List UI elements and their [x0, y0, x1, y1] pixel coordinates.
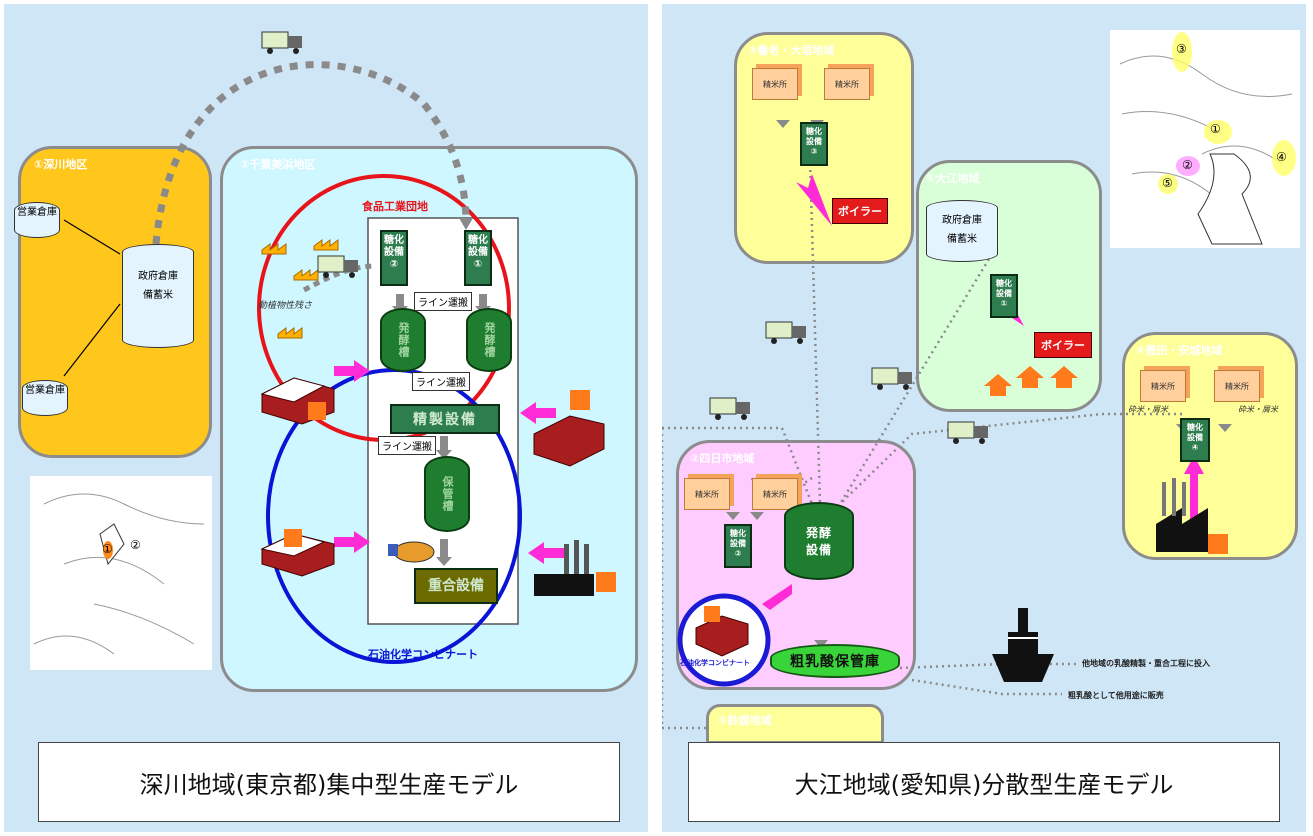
- toyota-factory-icon: [1156, 478, 1228, 554]
- rice-mill-yoro-2: 精米所: [824, 68, 870, 100]
- heat-arrows: [334, 360, 564, 564]
- oe-label: ①大江地域: [926, 172, 980, 185]
- right-caption: 大江地域(愛知県)分散型生産モデル: [688, 742, 1280, 822]
- saccharification-yoro: 糖化 設備 ③: [800, 122, 828, 166]
- ferment-line1: 発酵: [805, 526, 832, 540]
- map-mark-5: ⑤: [1162, 176, 1173, 190]
- map-mark-2r: ②: [1182, 158, 1193, 172]
- ship-icon: [992, 608, 1054, 682]
- map-mark-4: ④: [1276, 150, 1287, 164]
- distributed-model-panel: ③養老・大垣地域 ①大江地域 ④豊田・安城地域 ②四日市地域 ⑤鈴鹿地域: [662, 4, 1306, 832]
- map-mark-1r: ①: [1210, 122, 1221, 136]
- broken-rice-label-1: 砕米・屑米: [1128, 405, 1168, 414]
- warehouse-arrows: [63, 219, 121, 377]
- suzuka-region: [706, 704, 884, 744]
- map-mark-2: ②: [130, 538, 141, 552]
- toyota-label: ④豊田・安城地域: [1136, 344, 1223, 357]
- right-diagram-canvas: [662, 30, 1300, 730]
- left-caption: 深川地域(東京都)集中型生産モデル: [38, 742, 620, 822]
- line-transport-label-1: ライン運搬: [414, 292, 472, 311]
- transport-arc: [152, 61, 470, 245]
- rice-mill-yokkaichi-2: 精米所: [752, 478, 798, 510]
- saccharification-oe: 糖化 設備 ①: [990, 274, 1018, 318]
- ferment-line2: 設備: [805, 543, 832, 557]
- output-label-1: 他地域の乳酸精製・重合工程に投入: [1082, 659, 1210, 668]
- ferment-tank-1: 発酵槽: [380, 308, 426, 372]
- residue-label: 動植物性残さ: [258, 301, 313, 311]
- rice-mill-yoro-1: 精米所: [752, 68, 798, 100]
- oe-warehouse-subtitle: 備蓄米: [947, 234, 977, 245]
- line-transport-label-3: ライン運搬: [378, 436, 436, 455]
- food-area-label: 食品工業団地: [362, 200, 428, 213]
- left-diagram-canvas: [30, 31, 616, 670]
- chiba-map: [30, 476, 212, 670]
- centralized-model-panel: ①深川地区 ②千葉美浜地区: [4, 4, 648, 832]
- map-mark-1: ①: [102, 542, 113, 556]
- storage-tank: 保管槽: [424, 456, 470, 532]
- depot-tank-bottom: 営業倉庫: [22, 380, 68, 416]
- boiler-yoro: ボイラー: [832, 198, 888, 224]
- government-warehouse-tank: 政府倉庫 備蓄米: [122, 244, 194, 348]
- kombinat-label: 石油化学コンビナート: [680, 659, 750, 667]
- map-mark-3: ③: [1176, 42, 1187, 56]
- petrochem-area-label: 石油化学コンビナート: [368, 648, 478, 661]
- warehouse-subtitle: 備蓄米: [143, 290, 173, 301]
- saccharification-2: 糖化 設備 ②: [380, 230, 408, 286]
- rice-mill-toyota-2: 精米所: [1214, 370, 1260, 402]
- depot-label: 営業倉庫: [17, 207, 57, 218]
- crescent-icons: [827, 227, 884, 246]
- ferment-facility-yokkaichi: 発酵 設備: [784, 502, 854, 580]
- chiba-label: ②千葉美浜地区: [240, 158, 316, 171]
- broken-rice-label-2: 砕米・屑米: [1238, 405, 1278, 414]
- boiler-oe: ボイラー: [1034, 332, 1092, 358]
- polymerization-facility: 重合設備: [414, 568, 498, 604]
- saccharification-toyota: 糖化 設備 ④: [1180, 418, 1210, 462]
- warehouse-title: 政府倉庫: [138, 271, 178, 282]
- suzuka-label: ⑤鈴鹿地域: [718, 714, 772, 727]
- ferment-tank-2: 発酵槽: [466, 308, 512, 372]
- truck-icons: [261, 31, 435, 563]
- output-label-2: 粗乳酸として他用途に販売: [1068, 691, 1164, 700]
- factory-icons: [260, 377, 616, 596]
- heat-up-arrows: [984, 366, 1078, 396]
- rice-mill-toyota-1: 精米所: [1140, 370, 1186, 402]
- purification-facility: 精製設備: [390, 404, 500, 434]
- food-factory-icons: [261, 239, 339, 339]
- oe-warehouse-title: 政府倉庫: [942, 215, 982, 226]
- oe-warehouse-tank: 政府倉庫 備蓄米: [926, 200, 998, 262]
- fukagawa-label: ①深川地区: [34, 158, 88, 171]
- line-transport-label-2: ライン運搬: [412, 372, 470, 391]
- saccharification-yokkaichi: 糖化 設備 ②: [724, 524, 752, 568]
- yokkaichi-label: ②四日市地域: [690, 452, 755, 465]
- crude-lactic-storage: 粗乳酸保管庫: [770, 644, 900, 678]
- truck-icons-right: [709, 321, 988, 444]
- depot-label: 営業倉庫: [25, 385, 65, 396]
- yoro-label: ③養老・大垣地域: [748, 44, 835, 57]
- depot-tank-top: 営業倉庫: [14, 202, 60, 238]
- rice-mill-yokkaichi-1: 精米所: [684, 478, 730, 510]
- saccharification-1: 糖化 設備 ①: [464, 230, 492, 286]
